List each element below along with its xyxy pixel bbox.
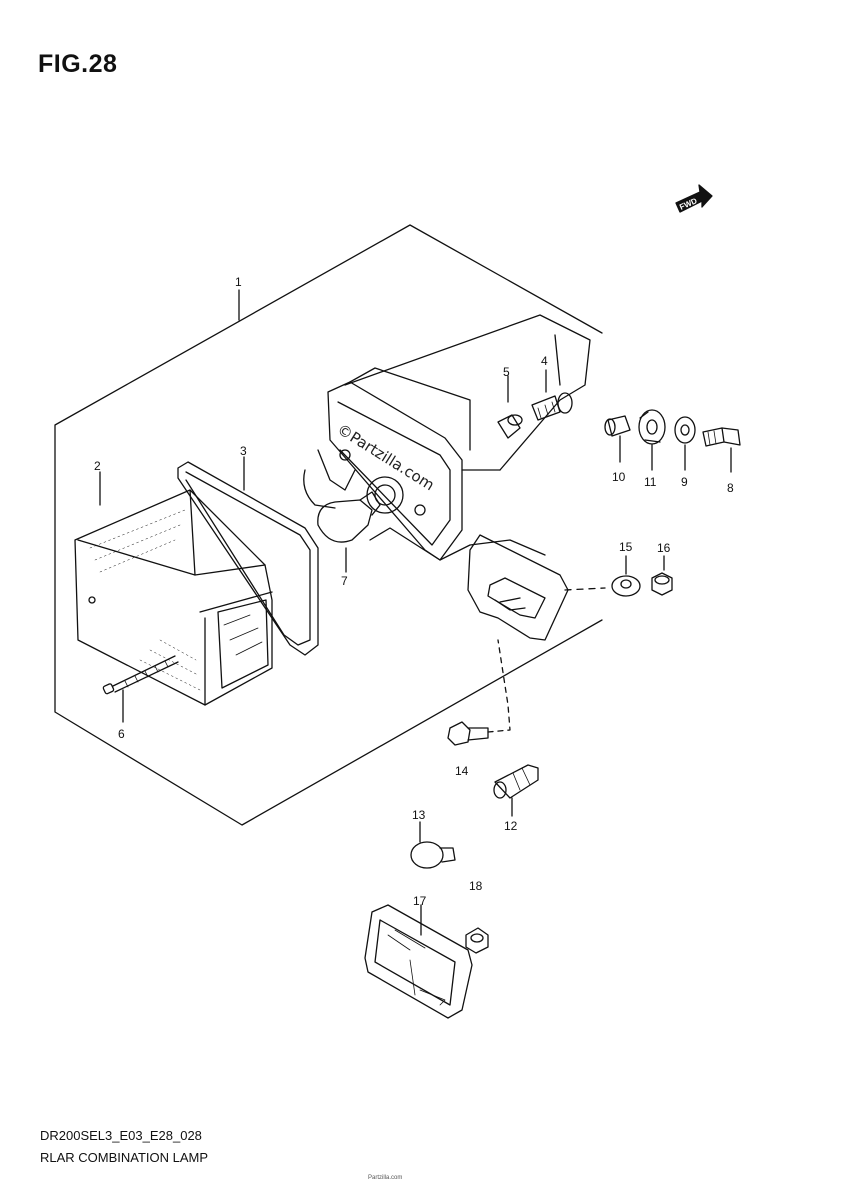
callout-15: 15 xyxy=(619,540,633,554)
reflector-17[interactable] xyxy=(364,904,473,1019)
bolt-8[interactable] xyxy=(702,427,741,447)
mounting-bracket[interactable] xyxy=(467,534,606,641)
callout-7: 7 xyxy=(341,574,348,588)
callout-1: 1 xyxy=(235,275,242,289)
diagram-name: RLAR COMBINATION LAMP xyxy=(40,1150,209,1165)
callout-16: 16 xyxy=(657,541,671,555)
callout-10: 10 xyxy=(612,470,626,484)
callout-18: 18 xyxy=(469,879,483,893)
cap-13[interactable] xyxy=(410,841,456,869)
callout-2: 2 xyxy=(94,459,101,473)
callout-8: 8 xyxy=(727,481,734,495)
fwd-label: FWD xyxy=(678,196,699,212)
diagram-code: DR200SEL3_E03_E28_028 xyxy=(40,1128,202,1143)
washer-15[interactable] xyxy=(611,575,641,597)
callout-labels: 1 2 3 4 5 6 7 8 9 10 11 12 13 14 15 16 1… xyxy=(94,275,734,908)
bolt-4[interactable] xyxy=(531,392,573,421)
nut-18[interactable] xyxy=(465,927,489,954)
callout-3: 3 xyxy=(240,444,247,458)
figure-title: FIG.28 xyxy=(38,50,118,78)
callout-5: 5 xyxy=(503,365,510,379)
grommet-11[interactable] xyxy=(638,409,666,445)
lens[interactable] xyxy=(74,489,273,706)
washer-9[interactable] xyxy=(674,416,696,444)
bolt-14[interactable] xyxy=(447,639,511,746)
nut-16[interactable] xyxy=(651,572,673,596)
fwd-arrow-icon xyxy=(675,184,713,213)
callout-12: 12 xyxy=(504,819,518,833)
callout-11: 11 xyxy=(644,475,657,489)
collar-5[interactable] xyxy=(497,414,523,439)
callout-13: 13 xyxy=(412,808,426,822)
assembly-outline xyxy=(54,224,603,826)
footer-small-print: Partzilla.com xyxy=(368,1175,403,1181)
lamp-housing[interactable] xyxy=(303,314,591,561)
callout-9: 9 xyxy=(681,475,688,489)
screw-6[interactable] xyxy=(102,655,179,695)
grommet-12[interactable] xyxy=(493,764,539,799)
callout-4: 4 xyxy=(541,354,548,368)
callout-17: 17 xyxy=(413,894,427,908)
gasket[interactable] xyxy=(177,461,319,656)
bulb[interactable] xyxy=(317,491,381,543)
callout-14: 14 xyxy=(455,764,469,778)
callout-6: 6 xyxy=(118,727,125,741)
bushing-10[interactable] xyxy=(604,415,631,437)
